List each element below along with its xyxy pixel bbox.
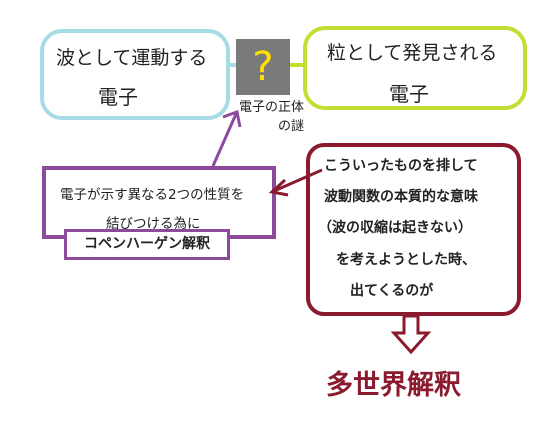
callout-line-3: （波の収縮は起きない） xyxy=(318,220,472,236)
particle-box-line2: 電子 xyxy=(389,82,429,106)
particle-electron-box: 粒として発見される 電子 xyxy=(303,26,527,110)
left-connector xyxy=(229,63,238,67)
question-mark-square: ? xyxy=(236,39,290,95)
down-arrow-icon xyxy=(390,314,432,355)
mystery-caption-line2: の謎 xyxy=(277,119,304,134)
callout-line-2: 波動関数の本質的な意味 xyxy=(324,189,478,205)
arrow-to-copenhagen-icon xyxy=(268,168,323,197)
copenhagen-interpretation-label: コペンハーゲン解釈 xyxy=(64,229,230,260)
electron-mystery-caption: 電子の正体 の謎 xyxy=(222,98,304,136)
callout-line-1: こういったものを排して xyxy=(324,158,478,174)
wave-box-line1: 波として運動する xyxy=(56,47,208,69)
callout-line-5: 出てくるのが xyxy=(350,283,434,299)
wave-electron-box: 波として運動する 電子 xyxy=(40,29,230,120)
many-worlds-callout: こういったものを排して 波動関数の本質的な意味 （波の収縮は起きない） を考えよ… xyxy=(306,143,521,316)
callout-line-4: を考えようとした時、 xyxy=(336,252,476,268)
arrow-to-question-icon xyxy=(211,110,242,167)
wave-box-line2: 電子 xyxy=(98,85,138,109)
dual-nature-line2: 結びつける為に xyxy=(106,216,201,232)
many-worlds-interpretation-title: 多世界解釈 xyxy=(326,370,461,401)
mystery-caption-line1: 電子の正体 xyxy=(238,100,304,115)
particle-box-line1: 粒として発見される xyxy=(327,42,498,64)
dual-nature-line1: 電子が示す異なる2つの性質を xyxy=(60,187,245,203)
right-connector xyxy=(290,63,304,67)
